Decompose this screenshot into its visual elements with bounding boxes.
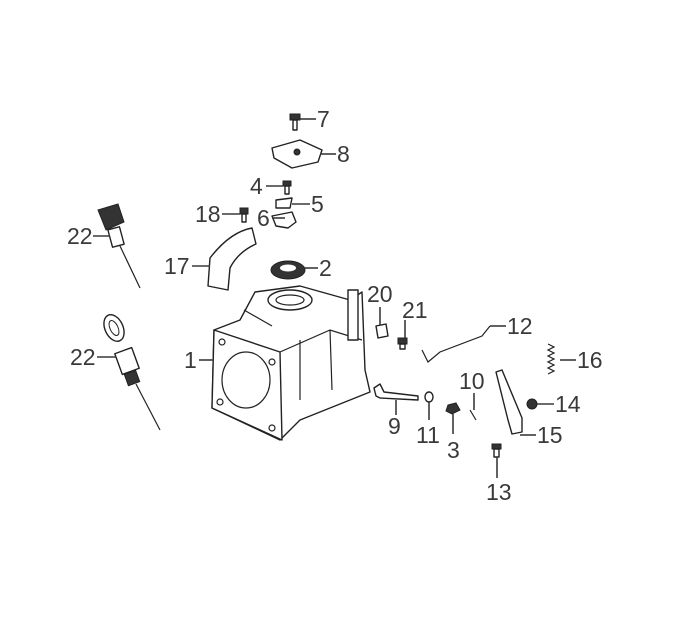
callout-13: 13 xyxy=(486,479,512,505)
part-16-spring xyxy=(546,343,556,375)
callout-3: 3 xyxy=(447,437,460,463)
callout-10: 10 xyxy=(459,368,485,394)
part-10-pin xyxy=(469,409,477,421)
part-17-deflector xyxy=(207,227,257,291)
callout-5: 5 xyxy=(311,191,324,217)
part-12-rod xyxy=(421,325,491,363)
part-7-bolt xyxy=(289,113,301,131)
part-9-shaft xyxy=(373,383,419,401)
part-11-washer xyxy=(424,391,434,403)
part-22-oil-cap xyxy=(97,203,141,289)
part-13-bolt xyxy=(491,443,502,458)
callout-9: 9 xyxy=(388,413,401,439)
callout-15: 15 xyxy=(537,422,563,448)
callout-20: 20 xyxy=(367,281,393,307)
part-3-nut xyxy=(445,402,461,415)
callout-6: 6 xyxy=(257,205,270,231)
part-18-bolt xyxy=(239,207,249,223)
part-22-dipstick xyxy=(103,314,161,431)
callout-21: 21 xyxy=(402,297,428,323)
callout-8: 8 xyxy=(337,141,350,167)
callout-22-cap: 22 xyxy=(67,223,93,249)
callout-7: 7 xyxy=(317,106,330,132)
callout-1: 1 xyxy=(184,347,197,373)
callout-18: 18 xyxy=(195,201,221,227)
callout-12: 12 xyxy=(507,313,533,339)
callout-22-dipstick: 22 xyxy=(70,344,96,370)
part-14-nut xyxy=(526,398,538,410)
callout-11: 11 xyxy=(416,422,440,448)
part-15-lever xyxy=(495,369,523,435)
part-21-bolt xyxy=(397,337,408,350)
leader-lines xyxy=(93,118,576,478)
part-6-bracket xyxy=(271,211,297,229)
part-2-oil-seal xyxy=(270,260,306,280)
callout-14: 14 xyxy=(555,391,581,417)
callout-16: 16 xyxy=(577,347,603,373)
part-4-screw xyxy=(282,180,292,195)
part-5-clip xyxy=(275,197,293,209)
callout-2: 2 xyxy=(319,255,332,281)
part-8-cover xyxy=(271,139,323,169)
callout-17: 17 xyxy=(164,253,190,279)
part-1-cylinder-block xyxy=(211,285,371,441)
part-20-clip xyxy=(375,323,389,339)
callout-4: 4 xyxy=(250,173,263,199)
